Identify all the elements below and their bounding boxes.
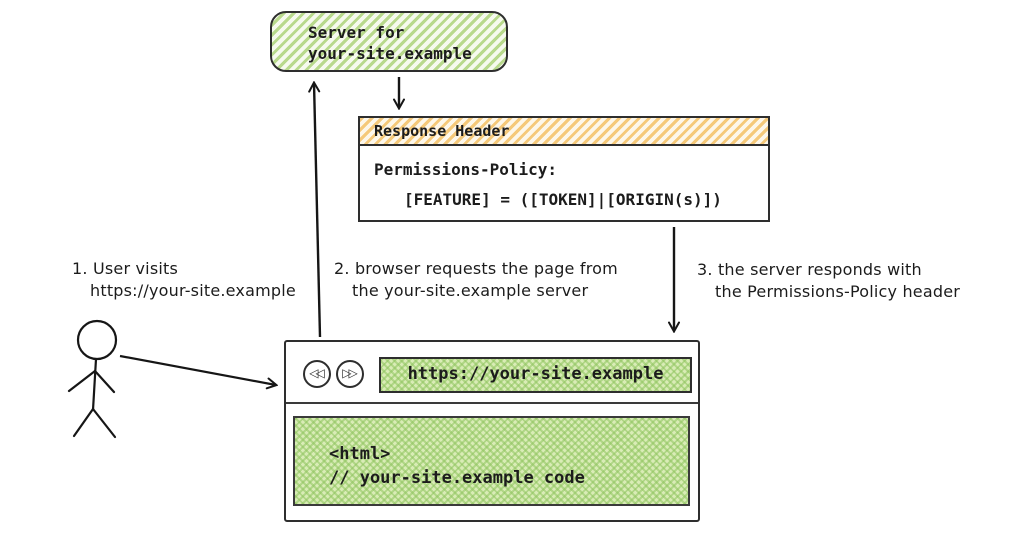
- forward-button: ▷▷: [336, 360, 364, 388]
- stick-figure-arm-right: [93, 369, 116, 394]
- response-header-title-bar: Response Header: [360, 118, 768, 146]
- stick-figure-head: [76, 319, 118, 361]
- back-button: ◁◁: [303, 360, 331, 388]
- user-stick-figure: [67, 319, 118, 439]
- url-bar: https://your-site.example: [379, 357, 692, 393]
- step3-line1: 3. the server responds with: [697, 260, 922, 279]
- step1-line2: https://your-site.example: [90, 281, 296, 300]
- page-content-box: <html> // your-site.example code: [293, 416, 690, 506]
- response-header-body: Permissions-Policy: [FEATURE] = ([TOKEN]…: [360, 146, 768, 215]
- step2-label: 2. browser requests the page from the yo…: [334, 258, 618, 302]
- step1-line1: 1. User visits: [72, 259, 179, 278]
- server-label-line2: your-site.example: [308, 44, 472, 63]
- step2-line1: 2. browser requests the page from: [334, 259, 618, 278]
- forward-icon: ▷▷: [342, 366, 358, 380]
- browser-toolbar: ◁◁ ▷▷ https://your-site.example: [286, 342, 698, 404]
- arrow-user-to-browser: [119, 354, 276, 385]
- step1-label: 1. User visits https://your-site.example: [72, 258, 296, 302]
- policy-directive-line2: [FEATURE] = ([TOKEN]|[ORIGIN(s)]): [404, 190, 722, 209]
- code-line1: <html>: [329, 444, 391, 464]
- back-icon: ◁◁: [309, 366, 325, 380]
- browser-window: ◁◁ ▷▷ https://your-site.example <html> /…: [284, 340, 700, 522]
- stick-figure-body: [91, 357, 98, 412]
- server-label-line1: Server for: [308, 23, 405, 42]
- response-header-title: Response Header: [374, 122, 510, 140]
- code-line2: // your-site.example code: [329, 468, 585, 488]
- policy-directive-line1: Permissions-Policy:: [374, 160, 558, 179]
- response-header-box: Response Header Permissions-Policy: [FEA…: [358, 116, 770, 222]
- url-text: https://your-site.example: [407, 364, 664, 384]
- stick-figure-leg-left: [72, 407, 95, 438]
- arrow-browser-to-server: [314, 83, 322, 338]
- step3-line2: the Permissions-Policy header: [715, 282, 961, 301]
- stick-figure-arm-left: [67, 369, 97, 393]
- step2-line2: the your-site.example server: [352, 281, 589, 300]
- step3-label: 3. the server responds with the Permissi…: [697, 259, 960, 303]
- server-box: Server for your-site.example: [270, 11, 508, 72]
- stick-figure-leg-right: [91, 407, 117, 439]
